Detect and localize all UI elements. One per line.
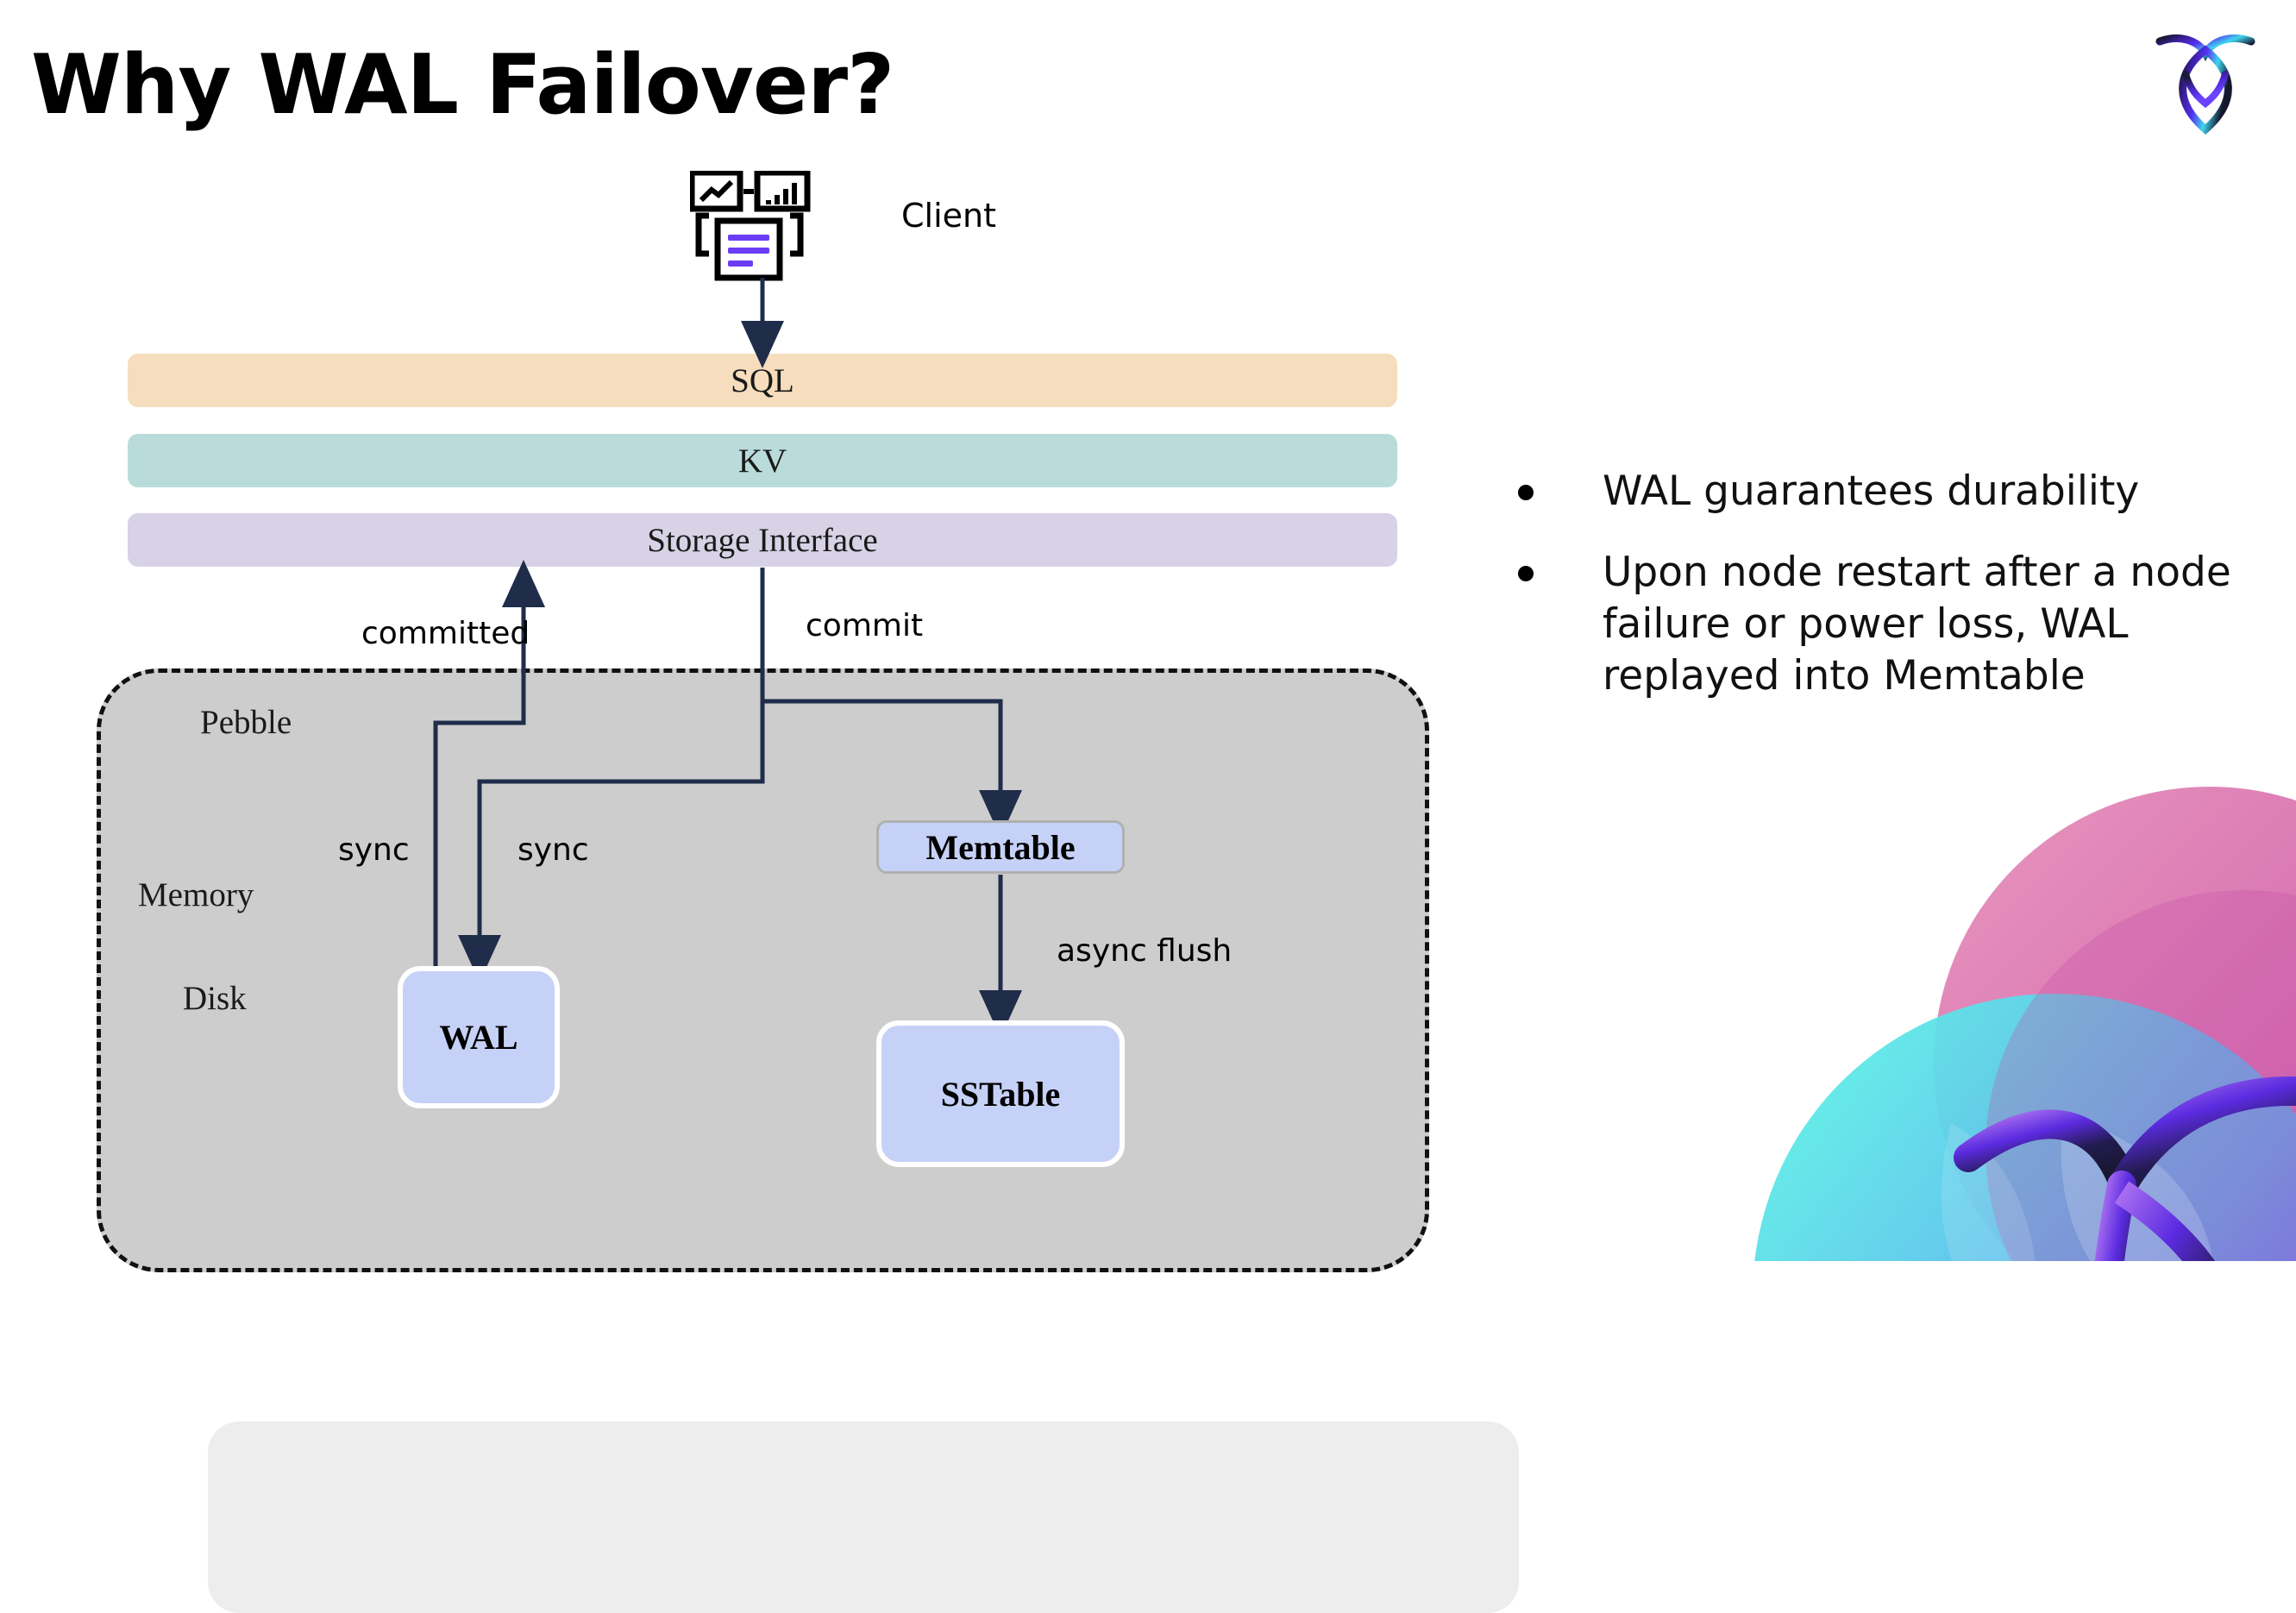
node-memtable: Memtable	[876, 820, 1125, 874]
node-wal: WAL	[398, 966, 560, 1108]
edge-label-sync-write: sync	[518, 832, 589, 868]
disk-label: Disk	[183, 980, 247, 1017]
memory-label: Memory	[138, 876, 254, 913]
layer-label-kv: KV	[737, 442, 787, 480]
bullet-list: WAL guarantees durability Upon node rest…	[1518, 466, 2251, 732]
list-item: Upon node restart after a node failure o…	[1518, 547, 2251, 702]
edge-label-async-flush: async flush	[1057, 933, 1233, 969]
bullet-dot-icon	[1518, 566, 1534, 582]
layer-bar-kv: KV	[128, 434, 1397, 487]
edge-label-committed: committed	[361, 616, 530, 651]
pebble-container	[97, 668, 1519, 1613]
bullet-dot-icon	[1518, 485, 1534, 500]
client-label: Client	[901, 197, 997, 235]
node-label-wal: WAL	[439, 1018, 518, 1057]
edge-label-sync-committed: sync	[338, 832, 410, 868]
corner-logo-decoration	[1692, 778, 2296, 1261]
node-sstable: SSTable	[876, 1020, 1125, 1167]
edge-label-commit: commit	[806, 608, 924, 643]
layer-bar-sql: SQL	[128, 354, 1397, 407]
pebble-label: Pebble	[200, 704, 292, 741]
bullet-text: Upon node restart after a node failure o…	[1603, 549, 2231, 700]
client-dashboard-icon	[688, 169, 828, 283]
bullet-text: WAL guarantees durability	[1603, 468, 2140, 515]
layer-bar-storage-interface: Storage Interface	[128, 513, 1397, 567]
node-label-memtable: Memtable	[925, 827, 1076, 867]
layer-label-sql: SQL	[731, 361, 794, 399]
list-item: WAL guarantees durability	[1518, 466, 2251, 518]
cockroachdb-logo	[2149, 21, 2261, 141]
node-label-sstable: SSTable	[940, 1074, 1061, 1114]
memory-region	[208, 1422, 1519, 1613]
page-title: Why WAL Failover?	[31, 38, 894, 133]
layer-label-storage-interface: Storage Interface	[647, 521, 878, 559]
